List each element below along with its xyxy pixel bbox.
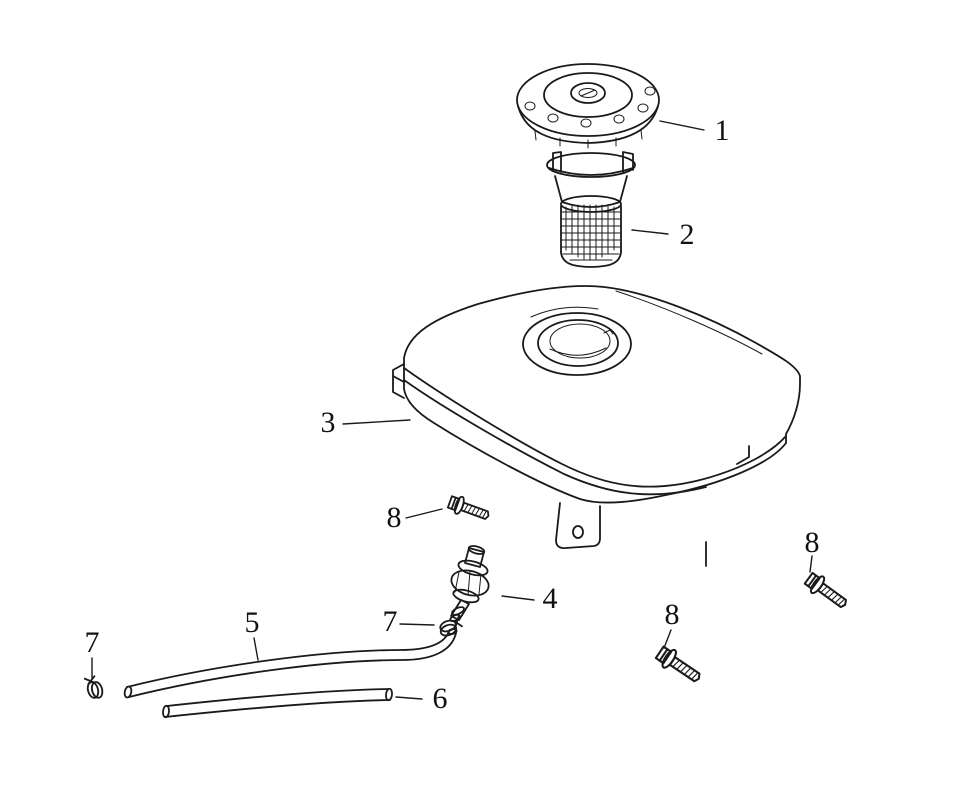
filler-neck — [522, 312, 632, 376]
flange-bolt-tank — [445, 492, 493, 526]
hose-clip-left — [83, 674, 105, 701]
leader-7-right — [399, 623, 435, 626]
leader-1 — [659, 120, 705, 131]
flange-bolt-lower — [652, 642, 706, 689]
callout-1-label: 1 — [715, 114, 730, 147]
fuel-strainer — [546, 151, 636, 268]
leader-lines — [91, 120, 813, 700]
callout-6-label: 6 — [433, 682, 448, 715]
callout-2-label: 2 — [680, 218, 695, 251]
callout-8-right-label: 8 — [805, 526, 820, 559]
callout-8-tank-label: 8 — [387, 501, 402, 534]
fuel-tank-cap — [516, 63, 660, 149]
leader-8-tank — [405, 508, 443, 519]
callout-4-label: 4 — [543, 582, 558, 615]
leader-5 — [253, 637, 259, 661]
leader-2 — [631, 229, 669, 235]
leader-8-right — [809, 555, 813, 573]
fuel-valve — [449, 545, 490, 623]
flange-bolt-right — [801, 569, 852, 614]
tank-mount-bracket — [555, 502, 601, 549]
leader-8-lower — [663, 629, 672, 649]
callout-5-label: 5 — [245, 606, 260, 639]
fuel-hose — [123, 628, 458, 699]
tank-left-lip — [392, 363, 405, 399]
leader-3 — [342, 419, 411, 425]
cap-emblem-icon — [570, 82, 606, 104]
leader-6 — [395, 696, 423, 700]
callout-labels: 1 2 3 4 5 6 7 7 8 8 8 — [85, 114, 820, 715]
callout-8-lower-label: 8 — [665, 598, 680, 631]
callout-7-left-label: 7 — [85, 626, 100, 659]
callout-3-label: 3 — [321, 406, 336, 439]
fuel-tank — [392, 285, 801, 549]
callout-7-right-label: 7 — [383, 605, 398, 638]
hose-protector-tube — [162, 687, 393, 719]
tank-seam — [403, 367, 787, 488]
leader-4 — [501, 595, 535, 601]
